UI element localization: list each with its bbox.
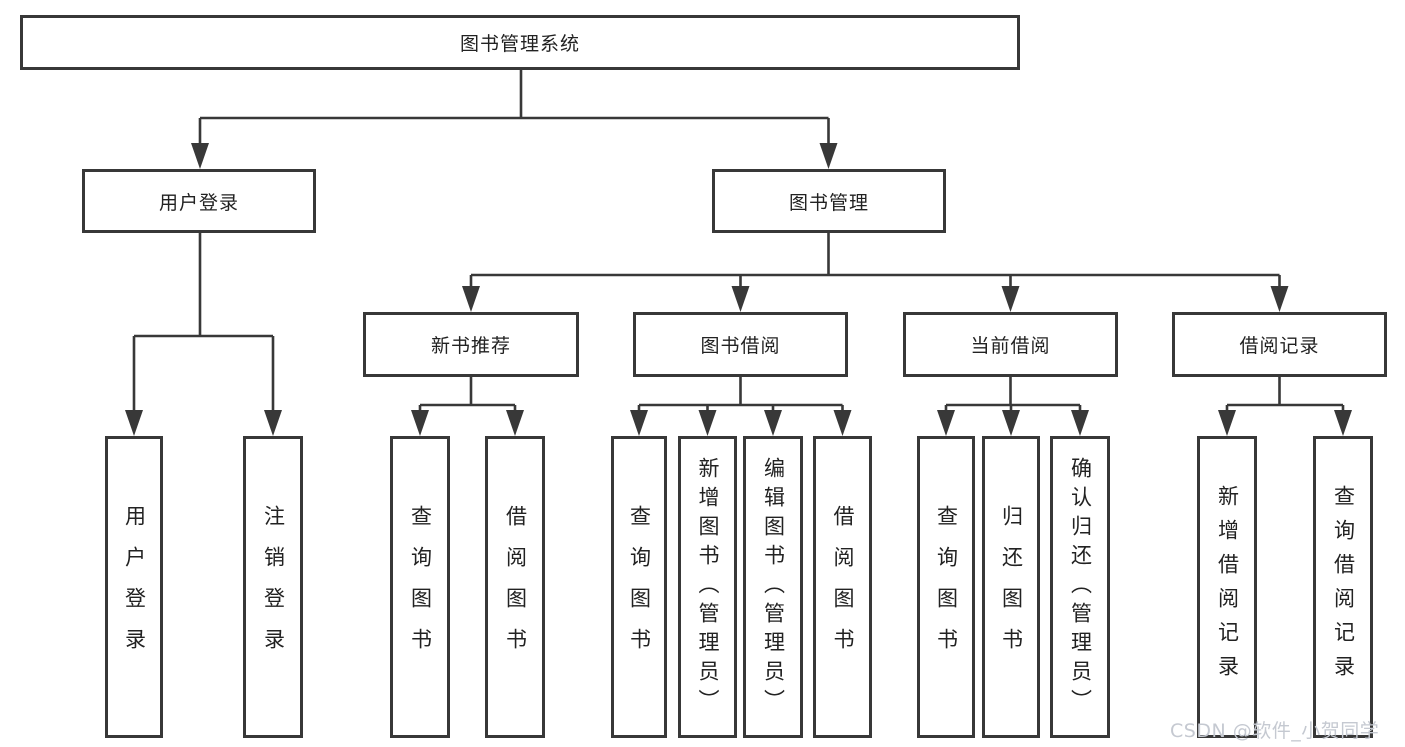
node-root-label: 图书管理系统 [459,33,580,55]
node-new-book-recommend-label: 新书推荐 [430,335,511,357]
node-user-login-branch-label: 用户登录 [158,191,239,214]
node-new-book-recommend: 新书推荐 [363,312,579,377]
leaf-confirm-return-admin: 确认归还（管理员） [1050,436,1110,738]
node-book-borrowing-label: 图书借阅 [700,335,781,357]
node-borrowing-records: 借阅记录 [1172,312,1387,377]
leaf-query-books-borrowing-label: 查询图书 [627,505,652,669]
leaf-borrow-books-recommend-label: 借阅图书 [503,505,528,669]
leaf-query-books-current-label: 查询图书 [934,505,959,669]
leaf-add-book-admin: 新增图书（管理员） [678,436,737,738]
leaf-query-books-current: 查询图书 [917,436,975,738]
leaf-return-books: 归还图书 [982,436,1040,738]
leaf-query-books-borrowing: 查询图书 [611,436,667,738]
node-user-login-branch: 用户登录 [82,169,316,233]
node-borrowing-records-label: 借阅记录 [1239,335,1320,357]
leaf-confirm-return-admin-label: 确认归还（管理员） [1068,456,1093,718]
leaf-logout: 注销登录 [243,436,303,738]
leaf-query-borrow-record: 查询借阅记录 [1313,436,1373,738]
leaf-borrow-books-recommend: 借阅图书 [485,436,545,738]
leaf-query-books-recommend: 查询图书 [390,436,450,738]
leaf-return-books-label: 归还图书 [999,505,1024,669]
leaf-edit-book-admin-label: 编辑图书（管理员） [761,456,786,718]
node-current-borrowing-label: 当前借阅 [970,335,1051,357]
leaf-borrow-books-borrowing-label: 借阅图书 [831,505,855,669]
leaf-add-book-admin-label: 新增图书（管理员） [696,456,720,718]
node-book-management-label: 图书管理 [788,191,869,214]
node-book-management: 图书管理 [712,169,946,233]
leaf-user-login-label: 用户登录 [122,505,147,669]
leaf-query-books-recommend-label: 查询图书 [408,505,433,669]
leaf-edit-book-admin: 编辑图书（管理员） [743,436,803,738]
node-current-borrowing: 当前借阅 [903,312,1118,377]
node-root: 图书管理系统 [20,15,1020,70]
leaf-add-borrow-record-label: 新增借阅记录 [1215,485,1240,689]
leaf-borrow-books-borrowing: 借阅图书 [813,436,872,738]
leaf-add-borrow-record: 新增借阅记录 [1197,436,1257,738]
leaf-query-borrow-record-label: 查询借阅记录 [1331,485,1356,689]
node-book-borrowing: 图书借阅 [633,312,848,377]
leaf-logout-label: 注销登录 [261,505,286,669]
csdn-watermark: CSDN @软件_小贺同学 [1170,720,1380,742]
leaf-user-login: 用户登录 [105,436,163,738]
